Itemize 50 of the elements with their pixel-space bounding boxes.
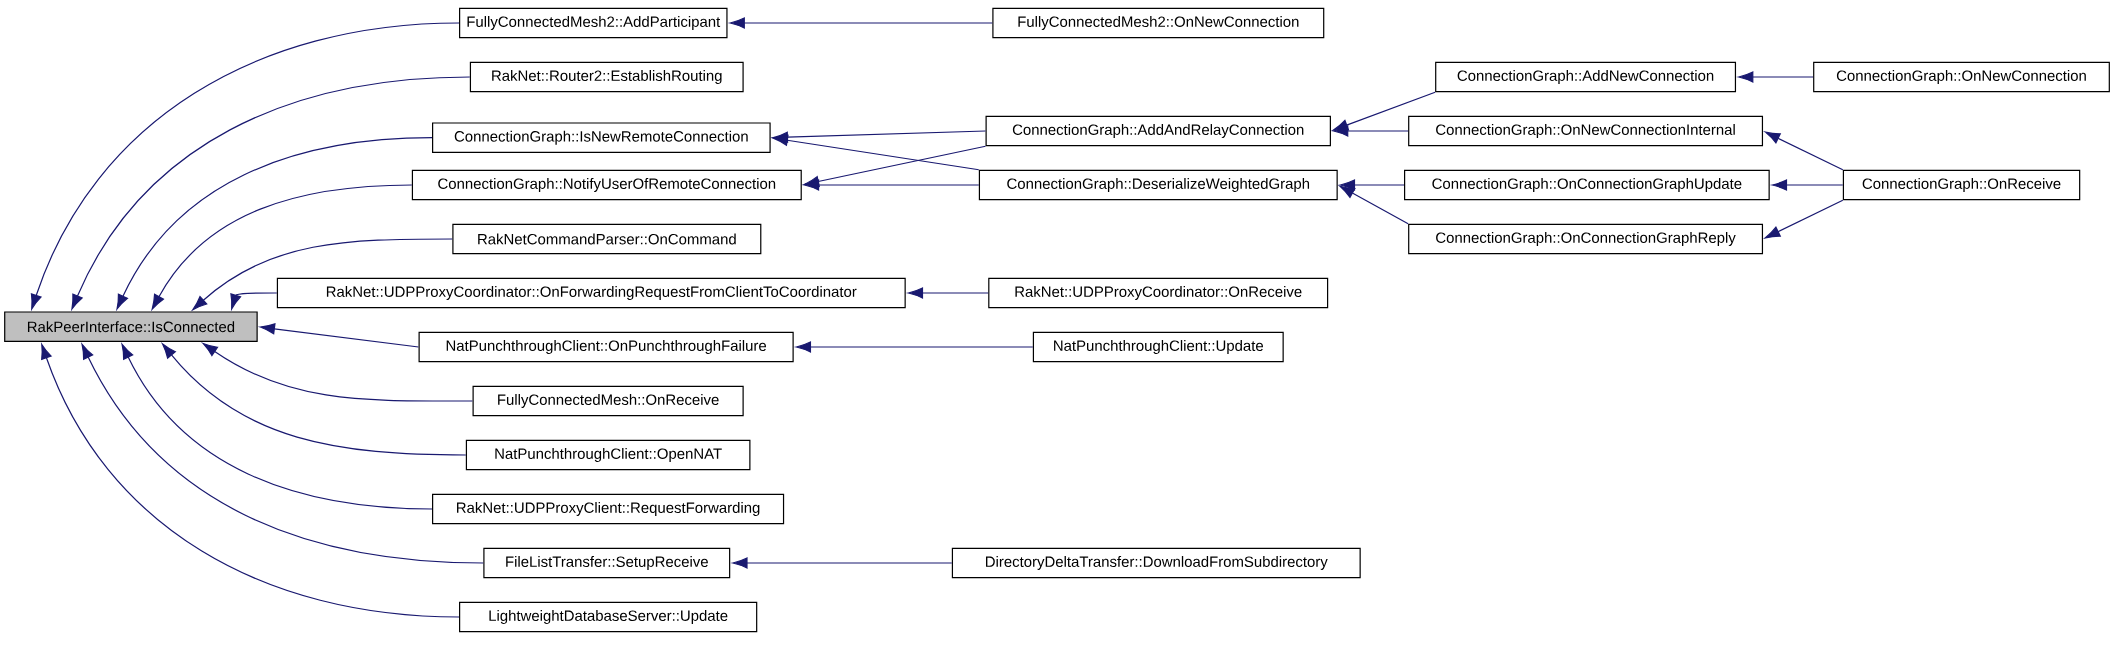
- arrow: [729, 17, 993, 29]
- function-box: ConnectionGraph::NotifyUserOfRemoteConnection: [411, 169, 802, 201]
- arrow: [41, 343, 460, 618]
- function-box: FullyConnectedMesh2::AddParticipant: [459, 7, 728, 39]
- arrow: [202, 342, 474, 402]
- function-box: ConnectionGraph::DeserializeWeightedGraph: [978, 169, 1338, 201]
- arrow: [151, 184, 413, 310]
- arrow: [259, 323, 420, 348]
- function-box: ConnectionGraph::AddAndRelayConnection: [985, 115, 1331, 147]
- function-box: ConnectionGraph::AddNewConnection: [1435, 61, 1737, 93]
- function-box: FullyConnectedMesh2::OnNewConnection: [992, 7, 1325, 39]
- function-box: RakNet::Router2::EstablishRouting: [469, 61, 744, 93]
- function-box: NatPunchthroughClient::OpenNAT: [465, 439, 751, 471]
- arrow: [1339, 179, 1405, 191]
- arrow: [230, 292, 278, 310]
- arrow: [907, 287, 989, 299]
- arrow: [192, 238, 453, 311]
- arrow: [772, 134, 980, 171]
- function-box: ConnectionGraph::OnNewConnectionInternal: [1408, 115, 1764, 147]
- arrow: [116, 137, 433, 310]
- function-box: FileListTransfer::SetupReceive: [483, 547, 731, 579]
- function-box: ConnectionGraph::OnConnectionGraphUpdate: [1404, 169, 1770, 201]
- arrow: [121, 343, 433, 510]
- arrow: [1771, 179, 1844, 191]
- arrow: [162, 343, 467, 456]
- arrow: [81, 343, 484, 564]
- function-box: ConnectionGraph::OnReceive: [1842, 169, 2081, 201]
- function-box: RakNet::UDPProxyCoordinator::OnForwardingRequestFromClientToCoordinator: [276, 277, 906, 309]
- function-box: LightweightDatabaseServer::Update: [459, 601, 758, 633]
- arrow: [1738, 71, 1814, 83]
- arrow: [1764, 199, 1844, 239]
- arrow: [1333, 125, 1409, 137]
- arrow: [803, 179, 980, 191]
- function-box: ConnectionGraph::OnConnectionGraphReply: [1408, 223, 1764, 255]
- function-box: RakNet::UDPProxyClient::RequestForwarding: [432, 493, 785, 525]
- function-box: RakNet::UDPProxyCoordinator::OnReceive: [988, 277, 1329, 309]
- arrow: [732, 557, 953, 569]
- arrow: [30, 22, 460, 310]
- arrow: [1339, 185, 1409, 225]
- function-box: ConnectionGraph::OnNewConnection: [1813, 61, 2110, 93]
- function-box: RakNetCommandParser::OnCommand: [452, 223, 762, 255]
- function-box: FullyConnectedMesh::OnReceive: [472, 385, 744, 417]
- function-box: NatPunchthroughClient::Update: [1032, 331, 1284, 363]
- function-box: RakPeerInterface::IsConnected: [4, 311, 258, 342]
- arrow: [71, 76, 471, 310]
- function-box: DirectoryDeltaTransfer::DownloadFromSubdirectory: [951, 547, 1361, 579]
- arrow: [795, 341, 1034, 353]
- function-box: NatPunchthroughClient::OnPunchthroughFailure: [418, 331, 794, 363]
- function-box: ConnectionGraph::IsNewRemoteConnection: [432, 122, 771, 153]
- arrow: [1764, 131, 1844, 171]
